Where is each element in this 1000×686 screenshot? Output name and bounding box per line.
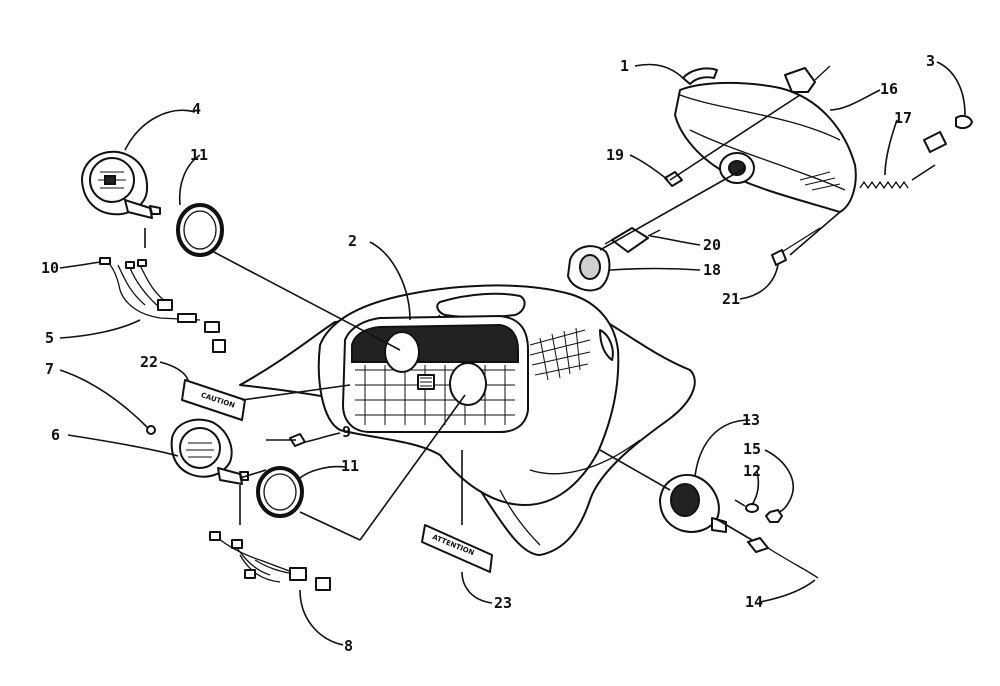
callout-11-upper: 11 (190, 146, 208, 164)
wire-harness-upper (99, 257, 226, 353)
callout-14: 14 (745, 593, 763, 611)
callout-9: 9 (342, 423, 351, 441)
bezel-ring-lower (256, 466, 304, 518)
callout-19: 19 (606, 146, 624, 164)
callout-4: 4 (192, 100, 201, 118)
callout-13: 13 (742, 411, 760, 429)
bolt-part (771, 227, 821, 266)
callout-6: 6 (51, 426, 60, 444)
fuel-gauge (659, 474, 727, 533)
callout-leaders (59, 61, 966, 646)
callout-17: 17 (894, 109, 912, 127)
callout-5: 5 (45, 329, 54, 347)
hex-nut-part (765, 509, 783, 523)
callout-20: 20 (703, 236, 721, 254)
callout-12: 12 (743, 462, 761, 480)
callout-10: 10 (41, 259, 59, 277)
callout-18: 18 (703, 261, 721, 279)
callout-7: 7 (45, 360, 54, 378)
callout-15: 15 (743, 440, 761, 458)
callout-1: 1 (620, 57, 629, 75)
callout-22: 22 (140, 353, 158, 371)
retaining-ring (567, 245, 611, 292)
callout-11-lower: 11 (341, 457, 359, 475)
nut-part (146, 425, 156, 435)
adjuster-part (923, 114, 973, 153)
spring-part (859, 180, 909, 190)
callout-16: 16 (880, 80, 898, 98)
clip-part (682, 67, 718, 85)
bulb-part (604, 227, 661, 253)
callout-3: 3 (926, 52, 935, 70)
assembly-lines (144, 94, 841, 541)
attention-decal: ATTENTION (421, 524, 493, 573)
tachometer-gauge (170, 418, 249, 485)
callout-23: 23 (494, 594, 512, 612)
callout-2: 2 (348, 232, 357, 250)
speedo-cable (747, 537, 819, 579)
speedometer-gauge (81, 150, 161, 219)
washer-part (745, 503, 759, 513)
caution-decal: CAUTION (181, 379, 246, 421)
callout-8: 8 (344, 637, 353, 655)
callout-21: 21 (722, 290, 740, 308)
wire-harness-lower (209, 531, 331, 591)
headlight-housing (674, 65, 857, 213)
bezel-ring-upper (176, 203, 224, 257)
callout-labels: 1 2 3 4 5 6 7 8 9 10 11 11 12 13 14 15 1… (41, 52, 935, 655)
hood-console (239, 284, 696, 556)
